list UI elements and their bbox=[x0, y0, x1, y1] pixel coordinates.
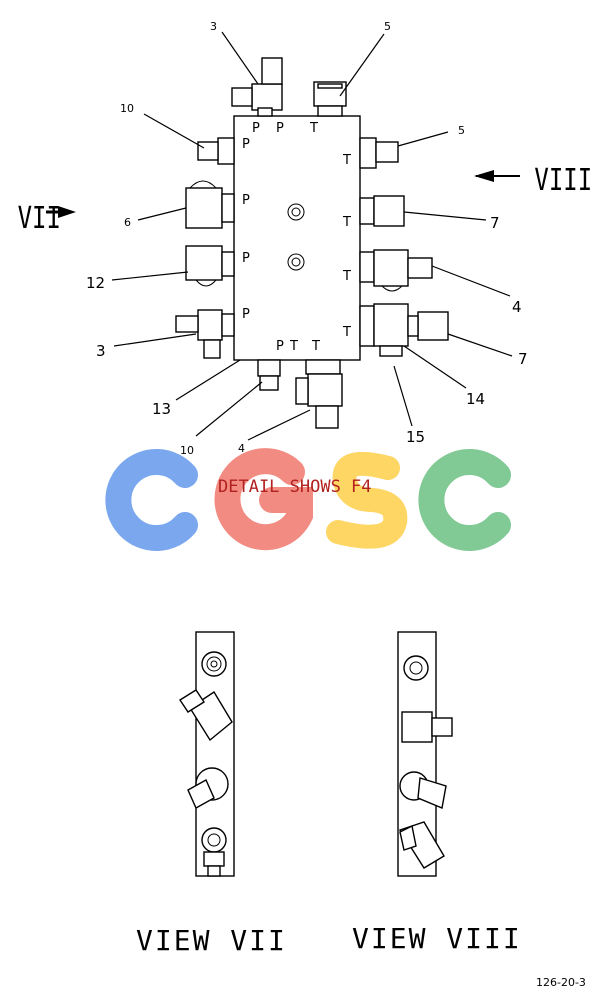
view-viii-caption: VIEW VIII bbox=[352, 922, 522, 955]
fitting-bottom-elbow-4 bbox=[295, 359, 343, 429]
view-viii-fitting-middle bbox=[399, 771, 447, 809]
callout-4-bottom: 4 bbox=[238, 442, 245, 455]
center-port-upper bbox=[287, 203, 305, 221]
port-left-p4: P bbox=[242, 307, 250, 322]
fitting-left-elbow-3 bbox=[175, 309, 235, 359]
callout-10-top: 10 bbox=[120, 102, 134, 115]
port-top-p2: P bbox=[276, 121, 284, 136]
view-arrow-viii-label: VIII bbox=[534, 163, 592, 197]
view-vii-caption: VIEW VII bbox=[136, 924, 287, 957]
callout-3-top: 3 bbox=[210, 20, 217, 33]
manifold-block bbox=[233, 115, 361, 361]
reference-number: 126-20-3 bbox=[536, 976, 586, 989]
view-arrow-viii: VIII bbox=[474, 163, 592, 198]
port-right-t2: T bbox=[342, 215, 351, 230]
view-arrow-vii-label: VII bbox=[18, 201, 61, 235]
detail-note: DETAIL SHOWS F4 bbox=[218, 477, 372, 497]
fitting-bottom-straight-10 bbox=[257, 359, 281, 391]
view-vii-fitting-bottom bbox=[201, 827, 227, 877]
view-vii-fitting-middle bbox=[187, 767, 229, 809]
fitting-right-elbow-4 bbox=[359, 249, 433, 292]
fitting-right-cap-7 bbox=[359, 195, 405, 227]
callout-14: 14 bbox=[466, 390, 485, 408]
fitting-right-straight-5 bbox=[359, 137, 399, 169]
port-right-t4: T bbox=[342, 325, 351, 340]
view-viii-fitting-bottom bbox=[398, 821, 445, 869]
watermark-letter-s bbox=[326, 451, 408, 549]
port-right-t1: T bbox=[342, 153, 351, 168]
port-left-p2: P bbox=[242, 193, 250, 208]
view-viii-fitting-cap bbox=[401, 711, 453, 743]
port-bottom-p: P bbox=[276, 339, 284, 354]
port-left-p1: P bbox=[242, 137, 250, 152]
view-viii-drawing bbox=[397, 631, 453, 877]
center-port-lower bbox=[287, 253, 305, 271]
leader-lines bbox=[111, 31, 513, 441]
fitting-left-valve-12 bbox=[185, 245, 235, 287]
callout-7-upper: 7 bbox=[490, 214, 500, 232]
fitting-top-straight bbox=[313, 81, 347, 117]
callout-15: 15 bbox=[406, 428, 425, 446]
callout-5-top: 5 bbox=[384, 20, 391, 33]
fitting-top-elbow bbox=[231, 57, 283, 117]
callout-numbers: 3 5 10 5 6 7 12 4 3 7 13 14 10 15 4 bbox=[86, 20, 528, 457]
port-left-p3: P bbox=[242, 251, 250, 266]
callout-6: 6 bbox=[124, 216, 131, 229]
watermark-letter-g bbox=[214, 448, 313, 551]
fitting-left-straight bbox=[197, 137, 235, 165]
view-arrow-vii: VII bbox=[18, 201, 76, 236]
port-right-t3: T bbox=[342, 269, 351, 284]
callout-7-lower: 7 bbox=[518, 350, 528, 368]
callout-10-bottom: 10 bbox=[180, 444, 194, 457]
callout-3-left: 3 bbox=[96, 342, 106, 360]
port-bottom-t1: T bbox=[289, 339, 298, 354]
fitting-right-cluster-14 bbox=[359, 303, 449, 357]
view-viii-fitting-top bbox=[403, 655, 429, 681]
view-vii-fitting-top bbox=[201, 651, 227, 677]
port-labels: P P T P P P P T T T T P T T bbox=[242, 121, 351, 354]
port-top-p1: P bbox=[252, 121, 260, 136]
fitting-left-valve-6 bbox=[185, 180, 235, 229]
watermark bbox=[105, 448, 511, 551]
watermark-letter-c1 bbox=[105, 449, 198, 551]
watermark-letter-c2 bbox=[418, 449, 511, 551]
callout-12: 12 bbox=[86, 274, 105, 292]
view-vii-fitting-angled bbox=[179, 689, 233, 742]
callout-4-right: 4 bbox=[512, 298, 522, 316]
callout-5-right: 5 bbox=[458, 124, 465, 137]
port-top-t: T bbox=[309, 121, 318, 136]
port-bottom-t2: T bbox=[311, 339, 320, 354]
view-vii-drawing bbox=[179, 631, 235, 877]
callout-13: 13 bbox=[152, 400, 171, 418]
